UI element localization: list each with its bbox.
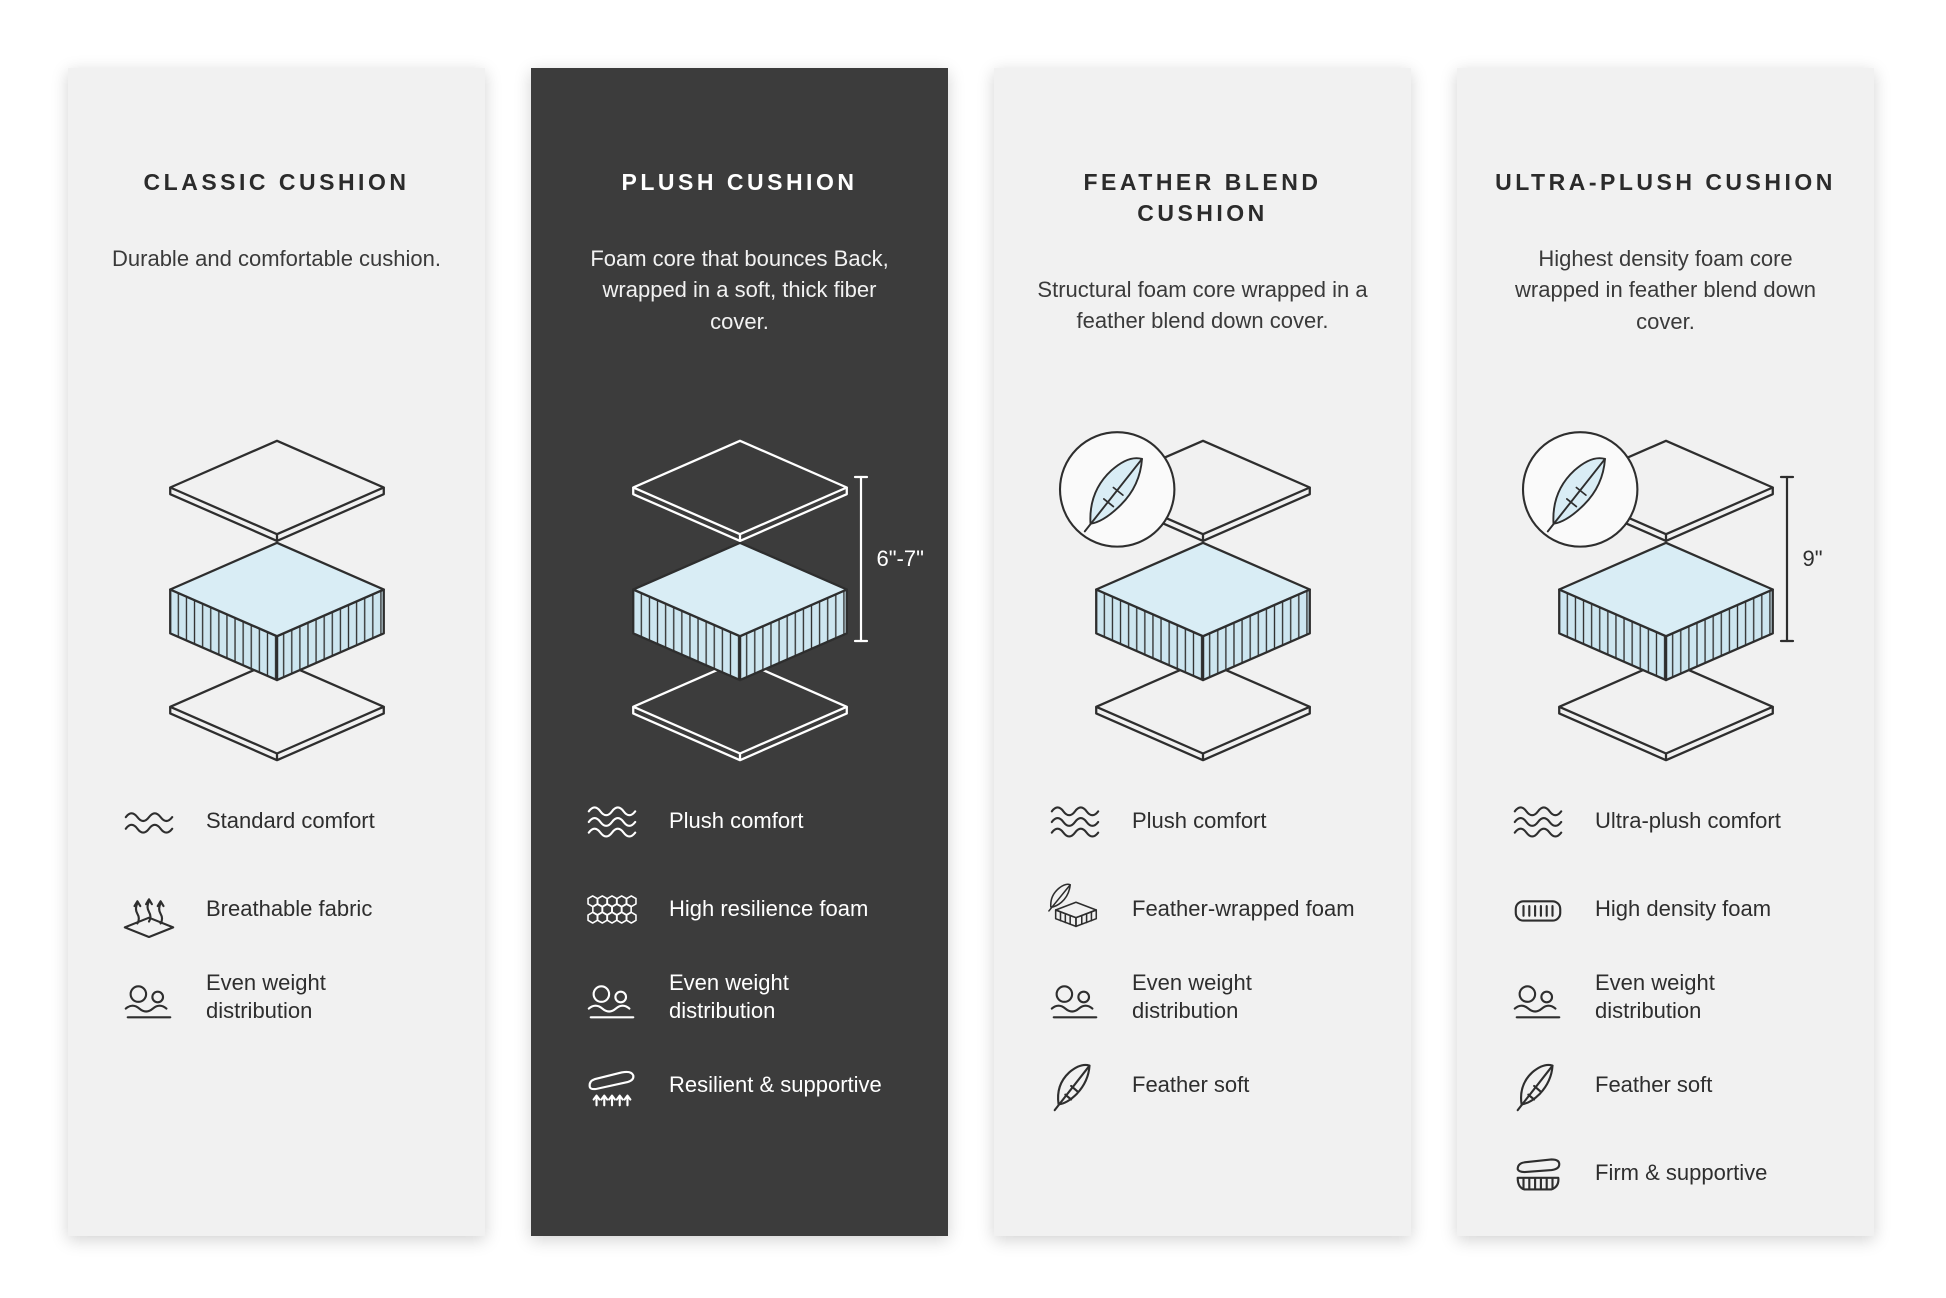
- bottom-layer: [168, 658, 385, 762]
- firm-supportive-icon: [1507, 1144, 1569, 1202]
- feature-label: Even weight distribution: [669, 970, 789, 1023]
- even-weight-icon: [1044, 968, 1106, 1026]
- feature-label: High resilience foam: [669, 896, 869, 922]
- dimension-line: [853, 475, 868, 643]
- density-foam-icon: [1507, 880, 1569, 938]
- feature-label: Feather soft: [1595, 1072, 1713, 1098]
- feature-row: Feather soft: [1044, 1056, 1375, 1114]
- diagram-area: [1030, 359, 1375, 792]
- feature-label: Resilient & supportive: [669, 1072, 882, 1098]
- bottom-layer: [631, 658, 848, 762]
- feature-list: Plush comfort High resilience foam Ev: [567, 792, 912, 1114]
- cushion-layers-illustration: [1058, 431, 1311, 762]
- foam-core-layer: [1094, 541, 1311, 682]
- breathable-fabric-icon: [118, 880, 180, 938]
- foam-core-layer: [1557, 541, 1774, 682]
- resilience-foam-icon: [581, 880, 643, 938]
- height-indicator: 6"-7": [853, 474, 924, 644]
- card-title: CLASSIC CUSHION: [143, 169, 410, 196]
- card-plush-cushion: PLUSH CUSHION Foam core that bounces Bac…: [531, 68, 948, 1236]
- bottom-layer: [1094, 658, 1311, 762]
- height-label: 6"-7": [876, 546, 924, 571]
- resilient-supportive-icon: [581, 1056, 643, 1114]
- card-description: Highest density foam core wrapped in fea…: [1515, 246, 1816, 334]
- feather-badge: [1058, 431, 1175, 548]
- feather-badge: [1521, 431, 1638, 548]
- feature-label: Ultra-plush comfort: [1595, 808, 1781, 834]
- card-feather-blend-cushion: FEATHER BLEND CUSHION Structural foam co…: [994, 68, 1411, 1236]
- feather-icon: [1044, 1056, 1106, 1114]
- cushion-layers-diagram: [1058, 431, 1346, 764]
- feature-label: High density foam: [1595, 896, 1772, 922]
- feature-label: Feather-wrapped foam: [1132, 896, 1355, 922]
- feature-row: Even weight distribution: [1044, 968, 1375, 1026]
- waves-icon: [118, 792, 180, 850]
- feature-label: Even weight distribution: [1132, 970, 1252, 1023]
- foam-core-layer: [631, 541, 848, 682]
- height-label: 9": [1802, 546, 1823, 571]
- diagram-area: 9": [1493, 359, 1838, 792]
- foam-core-layer: [168, 541, 385, 682]
- card-title: FEATHER BLEND CUSHION: [1083, 169, 1322, 227]
- waves-icon: [1044, 792, 1106, 850]
- top-layer: [168, 439, 385, 543]
- feature-row: Feather-wrapped foam: [1044, 880, 1375, 938]
- feature-label: Feather soft: [1132, 1072, 1250, 1098]
- feature-label: Plush comfort: [1132, 808, 1267, 834]
- even-weight-icon: [1507, 968, 1569, 1026]
- cushion-layers-illustration: [1521, 431, 1774, 762]
- card-description: Foam core that bounces Back, wrapped in …: [590, 246, 889, 334]
- feature-row: Standard comfort: [118, 792, 449, 850]
- feature-list: Plush comfort Feather-wrapped foam: [1030, 792, 1375, 1114]
- height-indicator: 9": [1779, 474, 1823, 644]
- top-layer: [631, 439, 848, 543]
- feature-list: Ultra-plush comfort High density foam Ev…: [1493, 792, 1838, 1202]
- feature-row: Plush comfort: [581, 792, 912, 850]
- feature-row: Even weight distribution: [1507, 968, 1838, 1026]
- feature-row: Plush comfort: [1044, 792, 1375, 850]
- feature-label: Even weight distribution: [1595, 970, 1715, 1023]
- card-top: PLUSH CUSHION Foam core that bounces Bac…: [567, 68, 924, 792]
- card-title: ULTRA-PLUSH CUSHION: [1495, 169, 1836, 196]
- feature-row: Firm & supportive: [1507, 1144, 1838, 1202]
- cushion-layers-diagram: 9": [1521, 431, 1823, 764]
- feature-label: Breathable fabric: [206, 896, 373, 922]
- card-description: Structural foam core wrapped in a feathe…: [1037, 277, 1368, 334]
- card-ultra-plush-cushion: ULTRA-PLUSH CUSHION Highest density foam…: [1457, 68, 1874, 1236]
- even-weight-icon: [118, 968, 180, 1026]
- feature-label: Firm & supportive: [1595, 1160, 1768, 1186]
- feature-row: Resilient & supportive: [581, 1056, 912, 1114]
- feature-row: Even weight distribution: [581, 968, 912, 1026]
- diagram-area: [104, 296, 449, 792]
- waves-icon: [1507, 792, 1569, 850]
- even-weight-icon: [581, 968, 643, 1026]
- feather-wrapped-foam-icon: [1044, 880, 1106, 938]
- feature-row: Breathable fabric: [118, 880, 449, 938]
- card-top: FEATHER BLEND CUSHION Structural foam co…: [1030, 68, 1375, 792]
- card-top: ULTRA-PLUSH CUSHION Highest density foam…: [1493, 68, 1838, 792]
- feature-label: Standard comfort: [206, 808, 375, 834]
- card-classic-cushion: CLASSIC CUSHION Durable and comfortable …: [68, 68, 485, 1236]
- feather-icon: [1507, 1056, 1569, 1114]
- cushion-layers-diagram: [134, 436, 420, 764]
- feature-list: Standard comfort Breathable fabric Even …: [104, 792, 449, 1026]
- diagram-area: 6"-7": [567, 359, 924, 792]
- dimension-line: [1779, 475, 1794, 643]
- card-description: Durable and comfortable cushion.: [112, 246, 441, 272]
- feature-row: Even weight distribution: [118, 968, 449, 1026]
- card-top: CLASSIC CUSHION Durable and comfortable …: [104, 68, 449, 792]
- cushion-layers-illustration: [168, 439, 385, 762]
- bottom-layer: [1557, 658, 1774, 762]
- cushion-layers-illustration: [631, 439, 848, 762]
- waves-icon: [581, 792, 643, 850]
- feature-label: Plush comfort: [669, 808, 804, 834]
- feature-row: Ultra-plush comfort: [1507, 792, 1838, 850]
- feature-row: High density foam: [1507, 880, 1838, 938]
- feature-label: Even weight distribution: [206, 970, 326, 1023]
- feature-row: Feather soft: [1507, 1056, 1838, 1114]
- cushion-layers-diagram: 6"-7": [597, 436, 924, 764]
- feature-row: High resilience foam: [581, 880, 912, 938]
- card-title: PLUSH CUSHION: [621, 169, 858, 196]
